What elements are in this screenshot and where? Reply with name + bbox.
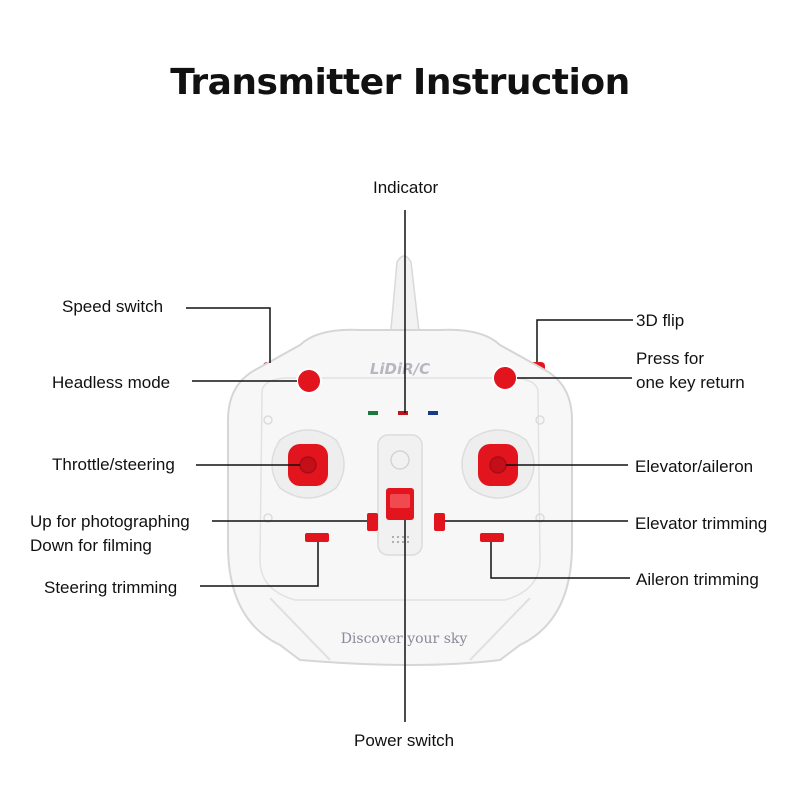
screw (535, 513, 545, 523)
elevator-aileron-label: Elevator/aileron (635, 457, 754, 476)
flip-3d-label: 3D flip (636, 311, 685, 330)
power-switch-face (390, 494, 410, 508)
photo-label-line1: Up for photographing (30, 512, 190, 531)
elevator-trimming-label: Elevator trimming (635, 514, 768, 533)
center-dial (390, 450, 410, 470)
indicator-led-green (368, 411, 378, 415)
aileron-trim-button[interactable] (480, 533, 504, 542)
indicator-led-red (398, 411, 408, 415)
throttle-steering-label: Throttle/steering (52, 455, 175, 474)
photo-video-switch[interactable] (367, 513, 378, 531)
brand-logo: LiDiR/C (370, 360, 430, 378)
right-grip-line (469, 597, 531, 661)
return-label-line1: Press for (636, 349, 705, 368)
return-label-line2: one key return (636, 373, 745, 392)
steering-trimming-label: Steering trimming (44, 578, 178, 597)
screw (535, 415, 545, 425)
headless-mode-button[interactable] (296, 368, 322, 394)
steering-trim-button[interactable] (305, 533, 329, 542)
leader-lines (186, 210, 633, 722)
slogan: Discover your sky (341, 631, 468, 647)
screw (263, 513, 273, 523)
photo-label-line2: Down for filming (30, 536, 152, 555)
screw (263, 415, 273, 425)
speed-switch-label: Speed switch (62, 297, 164, 316)
indicator-led-blue (428, 411, 438, 415)
aileron-trimming-label: Aileron trimming (636, 570, 759, 589)
left-stick-cap (299, 456, 317, 474)
right-stick-cap (489, 456, 507, 474)
indicator-label: Indicator (373, 178, 439, 197)
power-switch-label: Power switch (354, 731, 455, 750)
left-grip-line (269, 597, 331, 661)
headless-mode-label: Headless mode (52, 373, 171, 392)
elevator-trim-button[interactable] (434, 513, 445, 531)
inner-panel (259, 377, 541, 601)
page-title: Transmitter Instruction (170, 62, 630, 103)
speaker-grille (392, 536, 409, 543)
one-key-return-button[interactable] (492, 365, 518, 391)
